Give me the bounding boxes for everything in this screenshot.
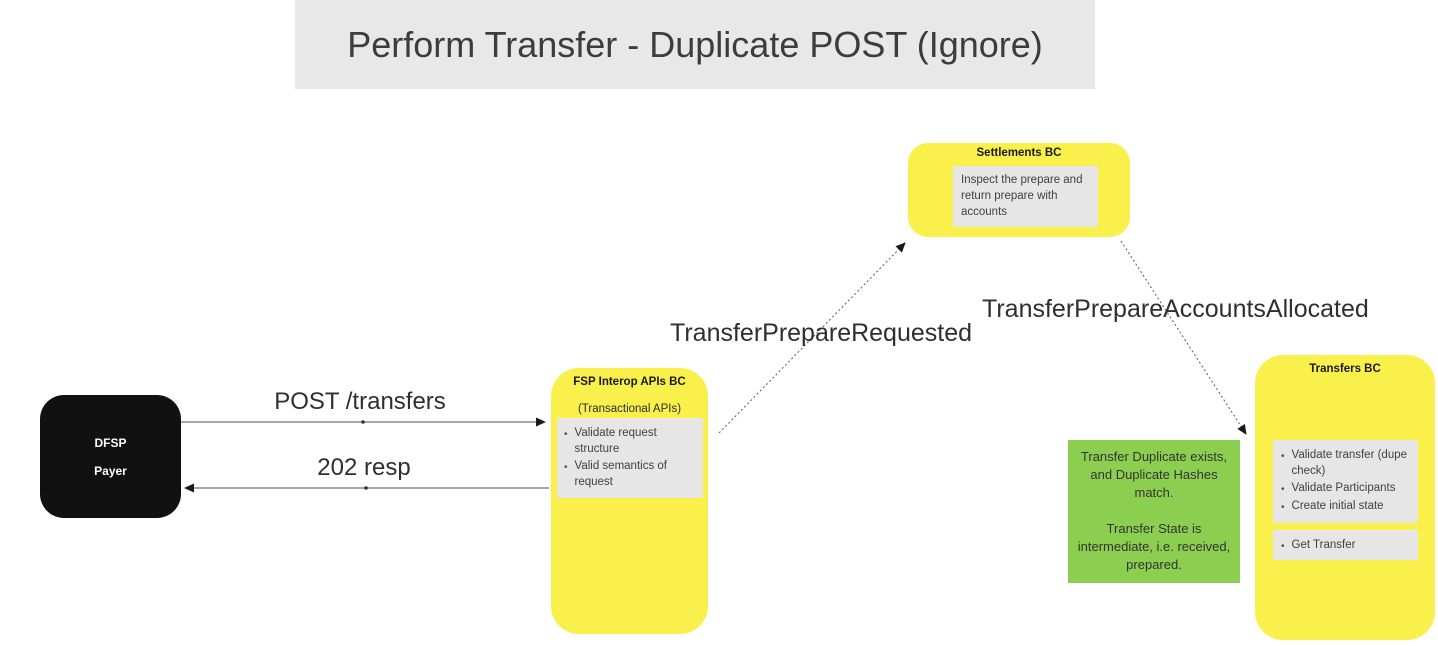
task-list: Validate request structure Valid semanti…	[564, 425, 700, 490]
dfsp-label-line1: DFSP	[94, 435, 127, 450]
task-label: Validate Participants	[1291, 482, 1396, 494]
dfsp-label-line2: Payer	[94, 463, 127, 478]
page-title: Perform Transfer - Duplicate POST (Ignor…	[295, 0, 1095, 89]
fsp-tasks-note: Validate request structure Valid semanti…	[557, 418, 703, 498]
edge-label-post-transfers: POST /transfers	[274, 388, 446, 415]
list-item: Valid semantics of request	[564, 458, 700, 490]
duplicate-note-para2: Transfer State is intermediate, i.e. rec…	[1077, 521, 1231, 572]
edge-label-transfer-prepare-accounts-allocated: TransferPrepareAccountsAllocated	[982, 295, 1369, 323]
bullet-icon	[564, 458, 568, 490]
accounts-allocated-arrow	[1120, 240, 1247, 435]
list-item: Validate request structure	[564, 425, 700, 457]
transfers-tasks-note: Validate transfer (dupe check) Validate …	[1273, 440, 1418, 523]
task-label: Valid semantics of request	[574, 460, 667, 488]
task-label: Get Transfer	[1291, 539, 1356, 551]
node-settlements-bc: Settlements BC Inspect the prepare and r…	[908, 143, 1130, 237]
bullet-icon	[1281, 537, 1285, 554]
edge-label-202-resp: 202 resp	[317, 454, 411, 481]
list-item: Validate transfer (dupe check)	[1281, 447, 1416, 479]
list-item: Create initial state	[1281, 498, 1416, 515]
duplicate-note-para1: Transfer Duplicate exists, and Duplicate…	[1080, 449, 1228, 500]
page-title-text: Perform Transfer - Duplicate POST (Ignor…	[347, 23, 1043, 65]
task-label: Validate request structure	[574, 427, 657, 455]
settlements-note: Inspect the prepare and return prepare w…	[953, 166, 1098, 227]
waypoint-dot-icon	[364, 486, 368, 490]
bullet-icon	[1281, 498, 1285, 515]
duplicate-state-note: Transfer Duplicate exists, and Duplicate…	[1068, 440, 1240, 583]
node-fsp-interop-apis-bc: FSP Interop APIs BC (Transactional APIs)…	[551, 368, 708, 634]
node-title: FSP Interop APIs BC	[573, 376, 686, 388]
task-list: Validate transfer (dupe check) Validate …	[1281, 447, 1416, 515]
edge-label-transfer-prepare-requested: TransferPrepareRequested	[670, 319, 973, 347]
node-transfers-bc: Transfers BC Validate transfer (dupe che…	[1255, 355, 1435, 640]
task-label: Validate transfer (dupe check)	[1291, 449, 1408, 477]
transfers-get-note: Get Transfer	[1273, 530, 1418, 560]
waypoint-dot-icon	[361, 420, 365, 424]
bullet-icon	[1281, 480, 1285, 497]
task-label: Create initial state	[1291, 500, 1384, 512]
bullet-icon	[564, 425, 568, 457]
node-subtitle: (Transactional APIs)	[577, 403, 682, 415]
list-item: Get Transfer	[1281, 537, 1416, 554]
list-item: Validate Participants	[1281, 480, 1416, 497]
node-title: Transfers BC	[1309, 363, 1381, 375]
node-title: Settlements BC	[976, 147, 1062, 159]
bullet-icon	[1281, 447, 1285, 479]
task-list: Get Transfer	[1281, 537, 1416, 554]
node-dfsp-payer: DFSP Payer	[40, 395, 181, 518]
